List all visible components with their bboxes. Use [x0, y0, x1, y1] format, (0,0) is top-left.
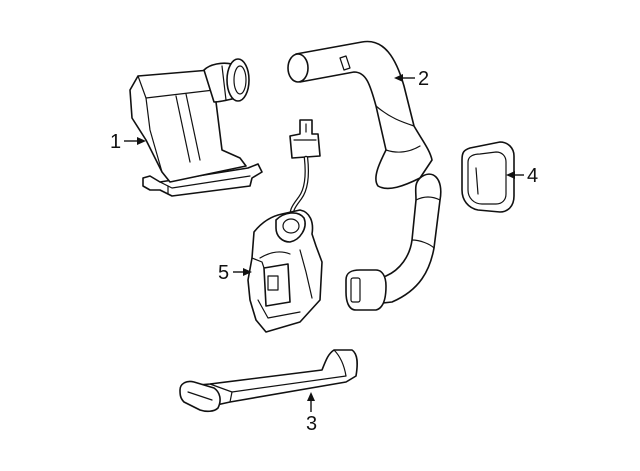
callout-number-5: 5 [218, 262, 229, 284]
callout-4: 4 [506, 165, 538, 187]
callout-5: 5 [218, 262, 252, 284]
callout-number-4: 4 [527, 165, 538, 187]
callout-3: 3 [306, 392, 317, 435]
callout-number-1: 1 [110, 131, 121, 153]
part-3-flat-duct [179, 349, 358, 413]
part-5-sensor [247, 119, 323, 333]
callout-2: 2 [394, 68, 429, 90]
callout-1: 1 [110, 131, 146, 153]
callout-number-3: 3 [306, 413, 317, 435]
part-1-air-duct [129, 58, 263, 197]
callout-number-2: 2 [418, 68, 429, 90]
part-4-plug [461, 141, 515, 213]
